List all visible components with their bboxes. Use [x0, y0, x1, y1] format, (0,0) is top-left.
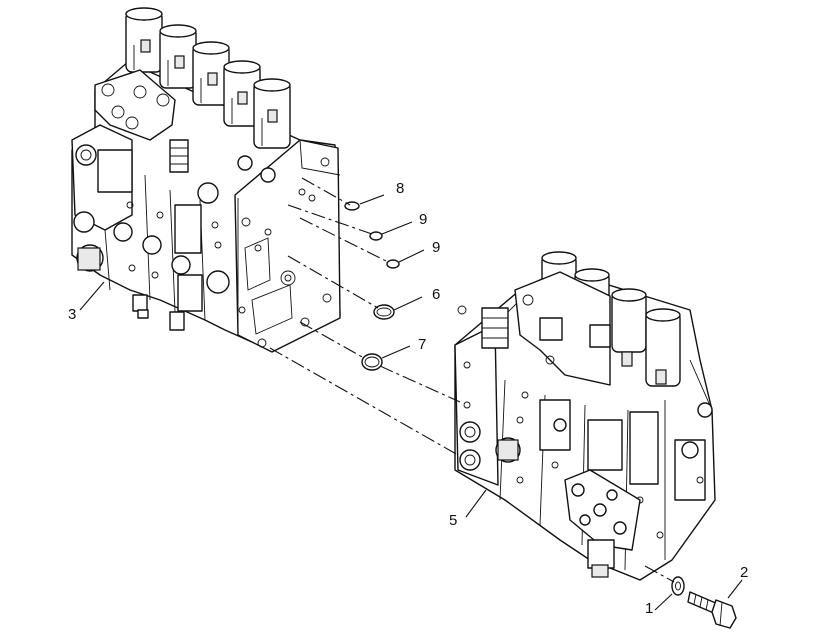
callout-8: 8: [396, 180, 404, 197]
solenoid-cartridges-left: [125, 7, 291, 149]
callout-2: 2: [740, 564, 748, 581]
o-ring-8: [344, 201, 360, 211]
callout-9-upper: 9: [419, 211, 427, 228]
o-ring-9-lower: [386, 259, 400, 269]
callout-5: 5: [449, 512, 457, 529]
o-ring-6: [373, 304, 395, 320]
control-valve-assembly-left: [71, 7, 341, 353]
callout-6: 6: [432, 286, 440, 303]
bolt-2: [687, 591, 737, 629]
leader-lines: [79, 194, 743, 611]
o-ring-9-upper: [369, 231, 383, 241]
washer-1: [671, 576, 685, 596]
callout-9-lower: 9: [432, 239, 440, 256]
assembly-centerlines: [269, 177, 675, 583]
callout-1: 1: [645, 600, 653, 617]
callout-3: 3: [68, 306, 76, 323]
callout-7: 7: [418, 336, 426, 353]
o-ring-7: [361, 353, 383, 371]
control-valve-assembly-right: [454, 251, 716, 581]
